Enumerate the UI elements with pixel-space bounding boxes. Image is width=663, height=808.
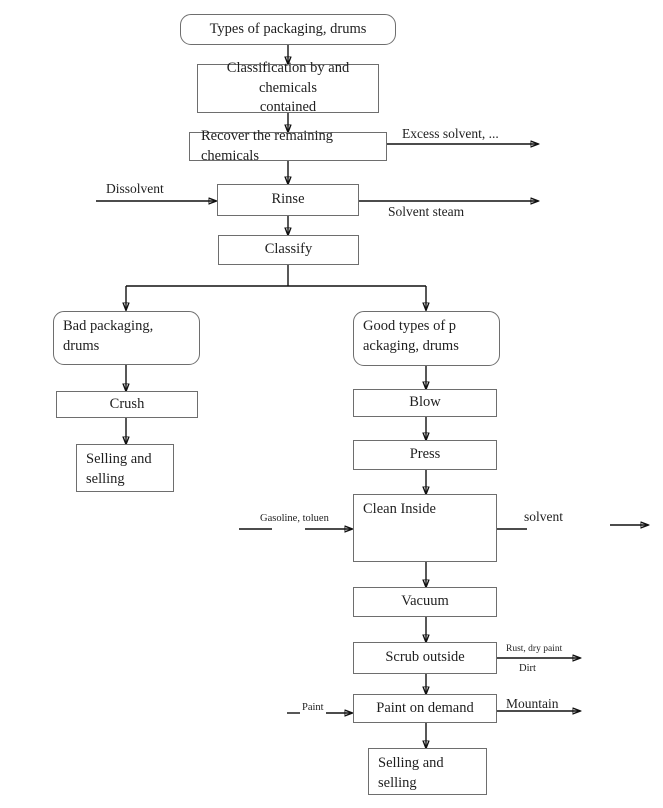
node-label: Press [409, 446, 441, 463]
edge-label-gasoline-toluen: Gasoline, toluen [260, 513, 329, 524]
node-label: Crush [109, 395, 145, 412]
node-label: Selling and selling [86, 451, 152, 487]
node-label: Vacuum [401, 593, 449, 610]
edge-label-solvent: solvent [524, 509, 563, 524]
node-label: Good types of p ackaging, drums [363, 318, 459, 354]
node-vacuum[interactable]: Vacuum [353, 587, 497, 617]
node-label: Paint on demand [376, 699, 474, 716]
node-scrub-outside[interactable]: Scrub outside [353, 642, 497, 674]
edge-label-rust-dry-paint: Rust, dry paint [506, 644, 563, 654]
node-bad-packaging[interactable]: Bad packaging, drums [53, 311, 200, 365]
node-label: Classification by and chemicals containe… [226, 60, 350, 116]
node-label: Clean Inside [363, 501, 436, 517]
node-recover-remaining-chemicals[interactable]: Recover the remaining chemicals [189, 128, 387, 164]
node-rinse[interactable]: Rinse [217, 184, 359, 216]
node-press[interactable]: Press [353, 440, 497, 470]
node-selling-left[interactable]: Selling and selling [76, 444, 174, 492]
node-paint-on-demand[interactable]: Paint on demand [353, 694, 497, 723]
edge-label-dirt: Dirt [519, 663, 536, 674]
node-label: Recover the remaining chemicals [201, 127, 334, 164]
node-clean-inside[interactable]: Clean Inside [353, 494, 497, 562]
node-label: Blow [409, 394, 441, 411]
node-types-of-packaging[interactable]: Types of packaging, drums [180, 14, 396, 45]
edge-label-paint-input: Paint [302, 702, 324, 713]
node-crush[interactable]: Crush [56, 391, 198, 418]
edge-label-excess-solvent: Excess solvent, ... [402, 126, 499, 141]
edge-label-dissolvent: Dissolvent [106, 181, 164, 196]
node-good-packaging[interactable]: Good types of p ackaging, drums [353, 311, 500, 366]
node-label: Types of packaging, drums [209, 20, 367, 37]
edge-label-mountain: Mountain [506, 696, 559, 711]
node-classify[interactable]: Classify [218, 235, 359, 265]
node-classification[interactable]: Classification by and chemicals containe… [197, 60, 379, 115]
node-selling-right[interactable]: Selling and selling [368, 748, 487, 795]
edge-label-solvent-steam: Solvent steam [388, 204, 465, 219]
node-label: Scrub outside [385, 649, 465, 666]
node-label: Selling and selling [378, 755, 444, 791]
node-label: Rinse [271, 191, 305, 208]
node-label: Classify [264, 241, 313, 258]
node-blow[interactable]: Blow [353, 389, 497, 417]
node-label: Bad packaging, drums [63, 318, 154, 354]
